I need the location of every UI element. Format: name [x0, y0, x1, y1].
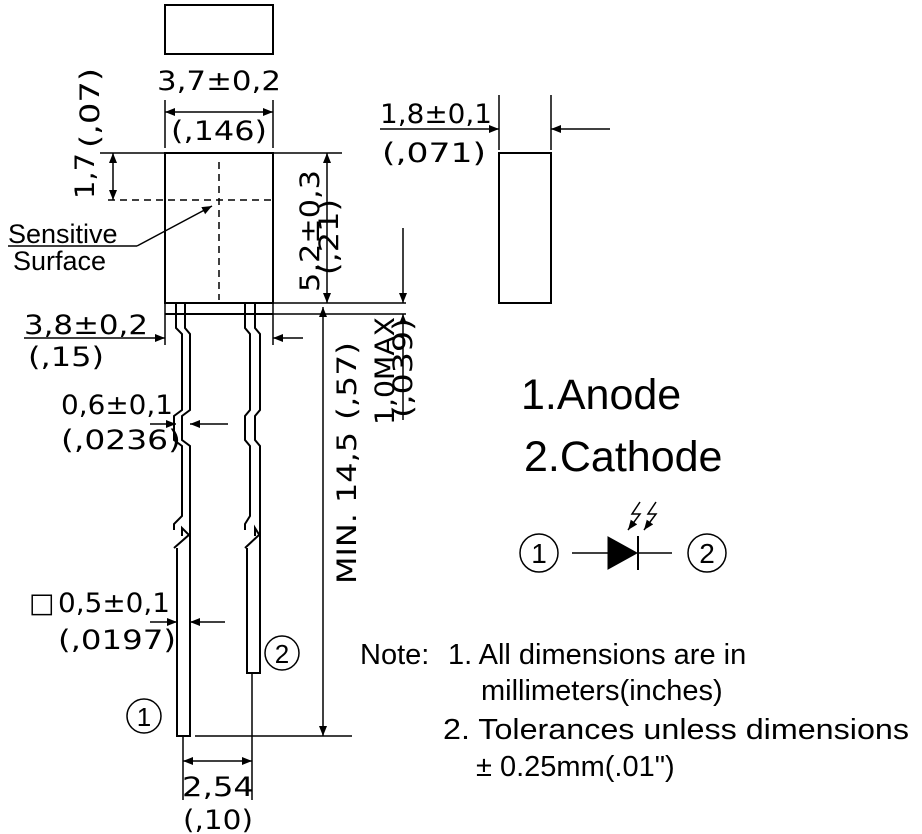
base-width-dim: 3,8±0,2 — [24, 310, 148, 341]
pin-1-marker — [126, 698, 162, 734]
base-width-inch-dim: (,15) — [28, 342, 104, 373]
note-prefix: Note: — [360, 639, 429, 671]
pin-1-marker-label: 1 — [137, 702, 151, 732]
body-height-dim: 5,2±0,3 — [295, 170, 326, 292]
symbol-pin-1-label: 1 — [531, 538, 547, 569]
side-width-dim: 1,8±0,1 — [380, 99, 492, 130]
diode-triangle — [607, 536, 639, 570]
lead-pin-1 — [173, 303, 191, 737]
side-view-outline — [498, 152, 552, 304]
note-line-1: 1. All dimensions are in — [448, 639, 746, 671]
lead-square-symbol: □ — [29, 588, 55, 619]
top-view-outline — [164, 4, 274, 55]
light-arrow-2 — [643, 501, 658, 531]
symbol-pin-2-label: 2 — [699, 538, 715, 569]
lead-length-dim: MIN. 14,5 — [332, 432, 363, 584]
sensor-offset-inch-dim: (,07) — [75, 68, 106, 148]
note-line-3: 2. Tolerances unless dimensions — [443, 714, 909, 746]
surface-label: Surface — [13, 246, 106, 276]
diode-symbol: 1 2 — [519, 501, 727, 573]
lead-square-dim: 0,5±0,1 — [58, 588, 170, 619]
width-top-inch-dim: (,146) — [171, 116, 267, 147]
body-height-inch-dim: (,21) — [314, 199, 345, 275]
sensitive-leader-diag — [136, 205, 213, 247]
light-arrow-1 — [627, 501, 642, 531]
pitch-inch-dim: (,10) — [183, 805, 253, 834]
note-line-2: millimeters(inches) — [481, 675, 723, 707]
symbol-pin-2-marker — [687, 533, 727, 573]
max-gap-dim: 1,0MAX — [370, 317, 401, 425]
lead-length-inch-dim: (,57) — [332, 342, 363, 420]
lead-kink-dim: 0,6±0,1 — [61, 390, 173, 421]
max-gap-inch-dim: (,039) — [388, 318, 419, 418]
pin-2-marker — [264, 635, 300, 671]
pin-1-name: 1.Anode — [521, 371, 681, 419]
lead-kink-inch-dim: (,0236) — [61, 425, 181, 456]
sensor-offset-dim: 1,7 — [70, 153, 101, 199]
lead-square-inch-dim: (,0197) — [58, 625, 176, 656]
component-body — [164, 152, 274, 304]
pin-2-name: 2.Cathode — [524, 433, 722, 481]
width-top-dim: 3,7±0,2 — [157, 66, 281, 97]
pin-2-marker-label: 2 — [275, 639, 289, 669]
side-width-inch-dim: (,071) — [382, 138, 486, 169]
pitch-dim: 2,54 — [182, 772, 254, 803]
lead-pin-2 — [244, 303, 261, 674]
symbol-pin-1-marker — [519, 533, 559, 573]
sensitive-label: Sensitive — [8, 219, 118, 249]
note-line-4: ± 0.25mm(.01") — [476, 751, 675, 783]
